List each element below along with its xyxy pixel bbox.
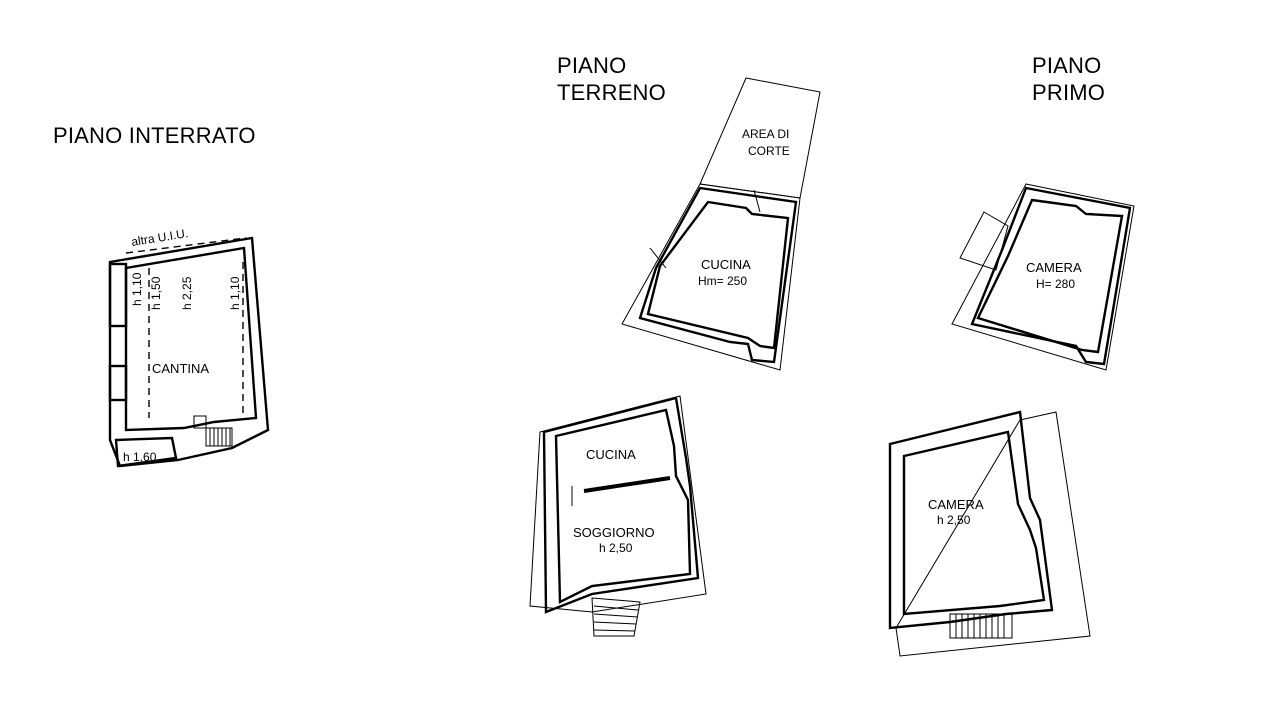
terreno-b-stair	[591, 597, 641, 637]
title-piano-interrato: PIANO INTERRATO	[53, 123, 256, 148]
interrato-dashline-top	[125, 237, 247, 254]
interrato-wall-block-lower	[108, 364, 128, 402]
plan-primo-top: CAMERA H= 280	[951, 183, 1135, 371]
terreno-window-left	[649, 247, 667, 269]
label-h-280: H= 280	[1036, 277, 1075, 291]
label-soggiorno: SOGGIORNO	[573, 525, 655, 540]
label-h-150: h 1,50	[149, 276, 163, 310]
primo-b-inner-wall	[902, 430, 1046, 616]
terreno-cucina-wall	[638, 186, 798, 364]
label-corte: CORTE	[748, 144, 790, 158]
terreno-window-top	[753, 189, 761, 213]
plan-interrato: altra U.I.U. h 1,10 h 1,50 h 2,25 h 1,10…	[108, 226, 270, 468]
label-h-160: h 1,60	[123, 450, 157, 464]
primo-camera-wall	[970, 186, 1132, 366]
terreno-outer-line	[621, 183, 801, 371]
interrato-outer-wall	[108, 236, 270, 468]
label-camera-top: CAMERA	[1026, 260, 1082, 275]
interrato-wall-block-upper	[108, 262, 128, 328]
label-h-110-left: h 1,10	[130, 272, 144, 306]
primo-outer-line	[951, 183, 1135, 371]
label-h-225: h 2,25	[180, 276, 194, 310]
primo-b-outer-line	[895, 411, 1091, 657]
label-cucina-top: CUCINA	[701, 257, 751, 272]
title-piano-primo-line1: PIANO	[1032, 53, 1102, 78]
plan-terreno-top: AREA DI CORTE CUCINA Hm= 250	[621, 77, 821, 371]
plan-terreno-bottom: CUCINA SOGGIORNO h 2,50	[529, 395, 707, 637]
primo-balcony	[959, 211, 1009, 271]
label-cantina: CANTINA	[152, 361, 209, 376]
label-cucina-bottom: CUCINA	[586, 447, 636, 462]
terreno-cucina-inner-wall	[646, 200, 790, 350]
terreno-b-divider	[583, 476, 671, 493]
terreno-b-inner-wall	[554, 408, 692, 604]
title-piano-terreno-line2: TERRENO	[557, 80, 666, 105]
interrato-inner-wall	[124, 246, 258, 432]
primo-b-wall	[888, 410, 1054, 630]
title-piano-terreno-line1: PIANO	[557, 53, 627, 78]
primo-b-stair	[949, 613, 1013, 639]
title-piano-primo-line2: PRIMO	[1032, 80, 1106, 105]
primo-camera-inner-wall	[976, 198, 1124, 354]
interrato-annex	[114, 436, 178, 468]
plan-primo-bottom: CAMERA h 2,50	[888, 410, 1091, 657]
label-area-di: AREA DI	[742, 127, 789, 141]
terreno-b-wall	[542, 396, 700, 614]
label-h-250-terreno: h 2,50	[599, 541, 633, 555]
label-h-250-primo: h 2,50	[937, 513, 971, 527]
label-camera-bottom: CAMERA	[928, 497, 984, 512]
label-h-110-right: h 1,10	[228, 276, 242, 310]
label-hm-250: Hm= 250	[698, 274, 747, 288]
interrato-column	[193, 415, 207, 429]
interrato-stair	[205, 427, 233, 447]
